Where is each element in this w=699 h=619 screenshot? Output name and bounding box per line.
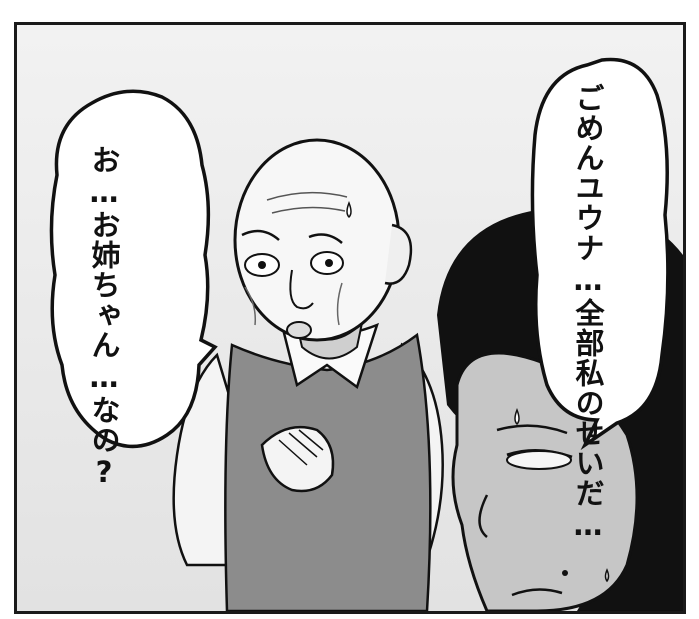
previous-panel-edge (0, 0, 699, 22)
speech-right-line-2: 全部私のせいだ… (571, 298, 605, 543)
speech-left-line-1: お…お姉ちゃん (87, 145, 121, 360)
speech-bubble-right (530, 57, 670, 451)
ear (384, 223, 413, 285)
mouth (286, 321, 312, 339)
speech-bubble-left (49, 89, 218, 449)
speech-left-line-2: …なの? (87, 360, 121, 490)
speech-text-right: ごめんユウナ…全部私のせいだ… (567, 83, 609, 543)
bald-head (233, 138, 401, 342)
old-man-figure (172, 138, 444, 611)
comic-panel: お…お姉ちゃん…なの? ごめんユウナ…全部私のせいだ… (14, 22, 686, 614)
speech-text-left: お…お姉ちゃん…なの? (83, 145, 125, 490)
panel-artwork (17, 25, 683, 611)
speech-right-line-1: ごめんユウナ… (571, 83, 605, 298)
